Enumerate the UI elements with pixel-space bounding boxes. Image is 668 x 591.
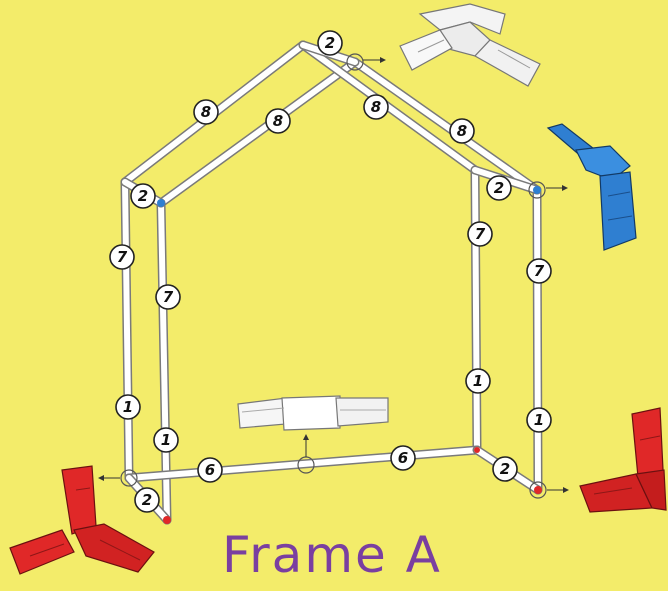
length-label: 2 [486, 175, 512, 201]
svg-text:7: 7 [534, 262, 545, 280]
callout-ring-bottom-left [120, 469, 138, 487]
length-label: 1 [526, 407, 552, 433]
svg-text:6: 6 [398, 449, 408, 467]
red-joint-marker [474, 447, 480, 453]
svg-text:8: 8 [371, 98, 381, 116]
length-label: 8 [193, 99, 219, 125]
length-label: 1 [115, 394, 141, 420]
length-label: 1 [153, 427, 179, 453]
callout-ring-bottom-right [529, 481, 547, 499]
svg-text:7: 7 [163, 288, 174, 306]
svg-text:1: 1 [161, 431, 171, 449]
length-label: 7 [109, 244, 135, 270]
length-label: 2 [492, 456, 518, 482]
white-elbow-connector [399, 3, 541, 87]
length-label: 7 [467, 221, 493, 247]
length-label: 6 [390, 445, 416, 471]
length-label: 7 [526, 258, 552, 284]
svg-text:6: 6 [205, 461, 215, 479]
svg-text:8: 8 [273, 112, 283, 130]
tube-length-labels: 2 8 8 8 8 2 2 7 7 7 7 1 1 1 1 6 6 2 2 [109, 30, 552, 513]
length-label: 2 [134, 487, 160, 513]
diagram-title: Frame A [222, 526, 442, 584]
svg-text:2: 2 [138, 187, 148, 205]
svg-text:8: 8 [201, 103, 211, 121]
svg-text:2: 2 [142, 491, 152, 509]
white-straight-coupler [237, 395, 389, 431]
length-label: 7 [155, 284, 181, 310]
length-label: 8 [449, 118, 475, 144]
svg-text:2: 2 [500, 460, 510, 478]
svg-text:8: 8 [457, 122, 467, 140]
length-label: 2 [317, 30, 343, 56]
length-label: 8 [265, 108, 291, 134]
callouts [98, 53, 569, 499]
length-label: 1 [465, 368, 491, 394]
svg-text:2: 2 [494, 179, 504, 197]
red-joint-marker [534, 486, 542, 494]
svg-text:1: 1 [473, 372, 483, 390]
blue-bent-connector [546, 123, 637, 251]
blue-joint-marker [533, 186, 541, 194]
callout-ring-right-eave [528, 181, 546, 199]
joint-markers [157, 186, 542, 524]
red-corner-connector [579, 407, 667, 513]
callout-ring-ridge [346, 53, 364, 71]
svg-text:2: 2 [325, 34, 335, 52]
svg-text:7: 7 [117, 248, 128, 266]
svg-text:1: 1 [534, 411, 544, 429]
svg-text:1: 1 [123, 398, 133, 416]
length-label: 2 [130, 183, 156, 209]
red-three-way-connector [9, 465, 155, 575]
blue-joint-marker [157, 199, 165, 207]
length-label: 8 [363, 94, 389, 120]
svg-text:7: 7 [475, 225, 486, 243]
red-joint-marker [163, 516, 171, 524]
length-label: 6 [197, 457, 223, 483]
